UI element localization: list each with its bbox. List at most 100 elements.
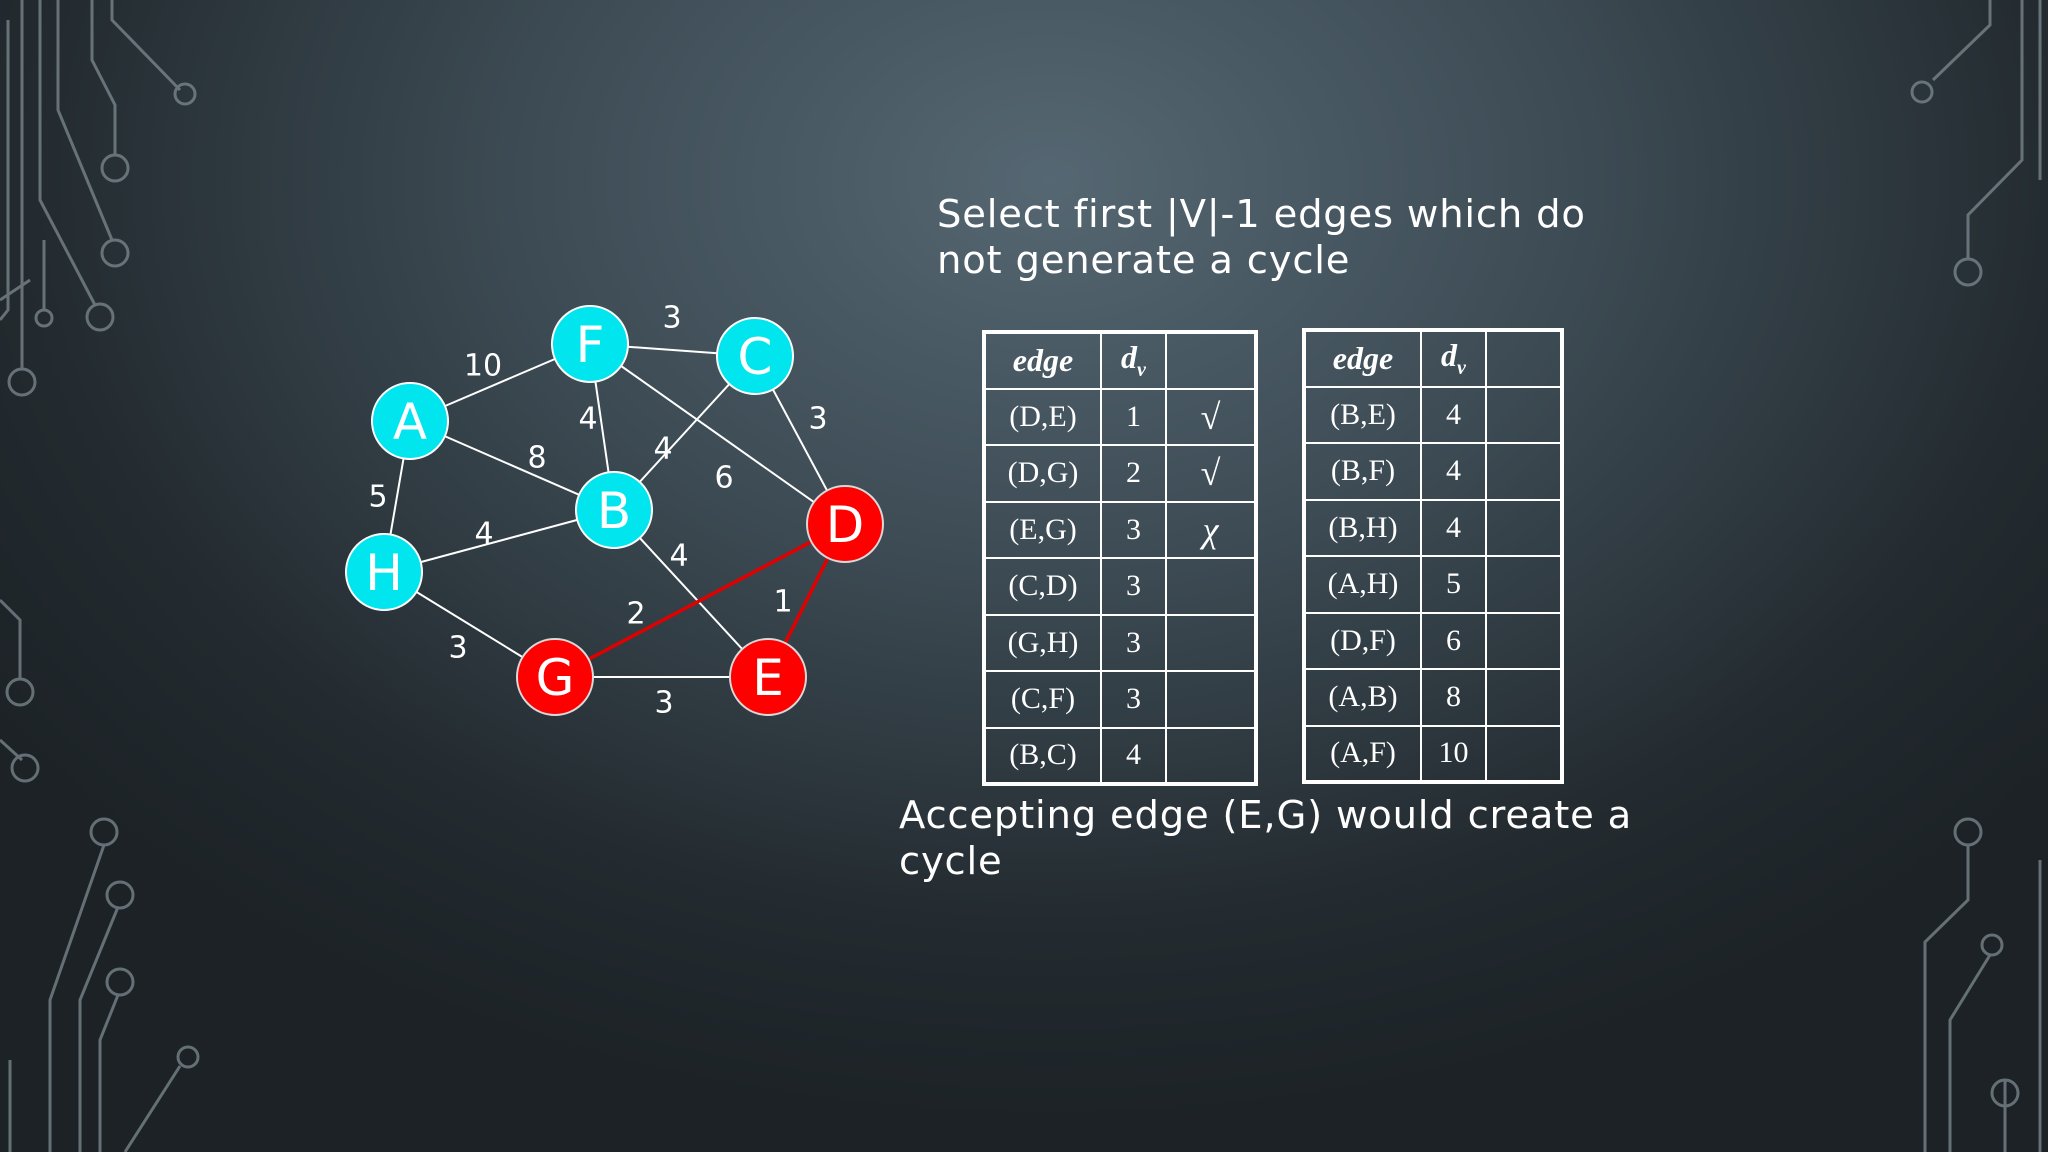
graph-edge-weights: 10 3 3 4 4 6 8 5 4 4 3 2 1 3 bbox=[368, 301, 827, 721]
graph-node-label-C: C bbox=[738, 328, 773, 386]
dv-cell: 3 bbox=[1100, 500, 1167, 559]
graph-node-D bbox=[806, 485, 884, 563]
dv-cell: 4 bbox=[1420, 498, 1487, 557]
status-mark-cell bbox=[1165, 557, 1257, 616]
header-edge: edge bbox=[983, 331, 1102, 390]
status-mark-cell bbox=[1485, 724, 1563, 783]
graph-node-label-A: A bbox=[393, 393, 427, 451]
dv-cell: 6 bbox=[1420, 611, 1487, 670]
edge-weight-label: 5 bbox=[368, 480, 387, 515]
table-row: (B,H)4 bbox=[1303, 498, 1563, 557]
dv-cell: 1 bbox=[1100, 387, 1167, 446]
header-dv: dv bbox=[1420, 329, 1487, 388]
graph-node-label-G: G bbox=[536, 649, 575, 707]
edge-weight-label: 10 bbox=[464, 349, 502, 384]
edge-weight-label: 4 bbox=[578, 402, 597, 437]
dv-cell: 4 bbox=[1100, 726, 1167, 785]
edge-weight-label: 3 bbox=[654, 686, 673, 721]
table-row: (A,B)8 bbox=[1303, 668, 1563, 727]
edge-cell: (B,F) bbox=[1303, 442, 1422, 501]
graph-node-label-E: E bbox=[752, 649, 784, 707]
graph-node-B bbox=[575, 471, 653, 549]
graph-edge-G-D bbox=[554, 522, 846, 679]
dv-cell: 2 bbox=[1100, 444, 1167, 503]
cycle-note-text: Accepting edge (E,G) would create a cycl… bbox=[899, 793, 1633, 884]
status-mark-cell: √ bbox=[1165, 387, 1257, 446]
table-row: (D,E)1√ bbox=[983, 387, 1257, 446]
edge-cell: (B,E) bbox=[1303, 385, 1422, 444]
status-mark-cell bbox=[1485, 498, 1563, 557]
graph-edge-F-D bbox=[589, 343, 846, 525]
edge-weight-label: 1 bbox=[773, 585, 792, 620]
edge-cell: (D,E) bbox=[983, 387, 1102, 446]
edge-cell: (A,F) bbox=[1303, 724, 1422, 783]
table-row: (G,H)3 bbox=[983, 613, 1257, 672]
header-dv: dv bbox=[1100, 331, 1167, 390]
dv-cell: 3 bbox=[1100, 557, 1167, 616]
edge-cell: (C,D) bbox=[983, 557, 1102, 616]
table-header-row: edge dv bbox=[983, 331, 1257, 390]
dv-cell: 8 bbox=[1420, 668, 1487, 727]
edge-cell: (B,H) bbox=[1303, 498, 1422, 557]
edge-cell: (D,F) bbox=[1303, 611, 1422, 670]
graph-node-label-B: B bbox=[597, 482, 631, 540]
table-row: (B,C)4 bbox=[983, 726, 1257, 785]
table-row: (A,H)5 bbox=[1303, 555, 1563, 614]
status-mark-cell bbox=[1485, 555, 1563, 614]
table-row: (C,F)3 bbox=[983, 670, 1257, 729]
graph-node-label-F: F bbox=[576, 316, 605, 374]
table-row: (C,D)3 bbox=[983, 557, 1257, 616]
edge-cell: (D,G) bbox=[983, 444, 1102, 503]
status-mark-cell bbox=[1165, 613, 1257, 672]
table-row: (A,F)10 bbox=[1303, 724, 1563, 783]
table-row: (B,F)4 bbox=[1303, 442, 1563, 501]
table-row: (D,G)2√ bbox=[983, 444, 1257, 503]
status-mark-cell: √ bbox=[1165, 444, 1257, 503]
status-mark-cell bbox=[1485, 611, 1563, 670]
edge-weight-label: 8 bbox=[527, 441, 546, 476]
table-row: (D,F)6 bbox=[1303, 611, 1563, 670]
dv-cell: 4 bbox=[1420, 442, 1487, 501]
dv-cell: 3 bbox=[1100, 670, 1167, 729]
graph-node-C bbox=[716, 317, 794, 395]
edge-weight-label: 2 bbox=[626, 597, 645, 632]
graph-node-F bbox=[551, 305, 629, 383]
status-mark-cell bbox=[1165, 670, 1257, 729]
edge-weight-label: 3 bbox=[448, 631, 467, 666]
status-mark-cell bbox=[1485, 385, 1563, 444]
dv-cell: 10 bbox=[1420, 724, 1487, 783]
graph-node-E bbox=[729, 638, 807, 716]
dv-cell: 4 bbox=[1420, 385, 1487, 444]
table-header-row: edge dv bbox=[1303, 329, 1563, 388]
edge-weight-label: 3 bbox=[808, 402, 827, 437]
graph-node-G bbox=[516, 638, 594, 716]
status-mark-cell bbox=[1165, 726, 1257, 785]
instruction-text: Select first |V|-1 edges which do not ge… bbox=[937, 192, 1586, 283]
edge-table-sorted-part-2: edge dv (B,E)4(B,F)4(B,H)4(A,H)5(D,F)6(A… bbox=[1302, 328, 1564, 784]
graph-node-label-D: D bbox=[826, 496, 865, 554]
edge-cell: (B,C) bbox=[983, 726, 1102, 785]
edge-weight-label: 6 bbox=[714, 461, 733, 496]
edge-cell: (A,B) bbox=[1303, 668, 1422, 727]
table-row: (B,E)4 bbox=[1303, 385, 1563, 444]
edge-weight-label: 4 bbox=[669, 539, 688, 574]
header-status bbox=[1165, 331, 1257, 390]
header-edge: edge bbox=[1303, 329, 1422, 388]
header-status bbox=[1485, 329, 1563, 388]
edge-cell: (G,H) bbox=[983, 613, 1102, 672]
edge-cell: (A,H) bbox=[1303, 555, 1422, 614]
dv-cell: 5 bbox=[1420, 555, 1487, 614]
graph-node-H bbox=[345, 533, 423, 611]
edge-cell: (E,G) bbox=[983, 500, 1102, 559]
edge-weight-label: 4 bbox=[653, 432, 672, 467]
edge-cell: (C,F) bbox=[983, 670, 1102, 729]
edge-weight-label: 4 bbox=[474, 517, 493, 552]
status-mark-cell bbox=[1485, 442, 1563, 501]
dv-cell: 3 bbox=[1100, 613, 1167, 672]
edge-weight-label: 3 bbox=[662, 301, 681, 336]
